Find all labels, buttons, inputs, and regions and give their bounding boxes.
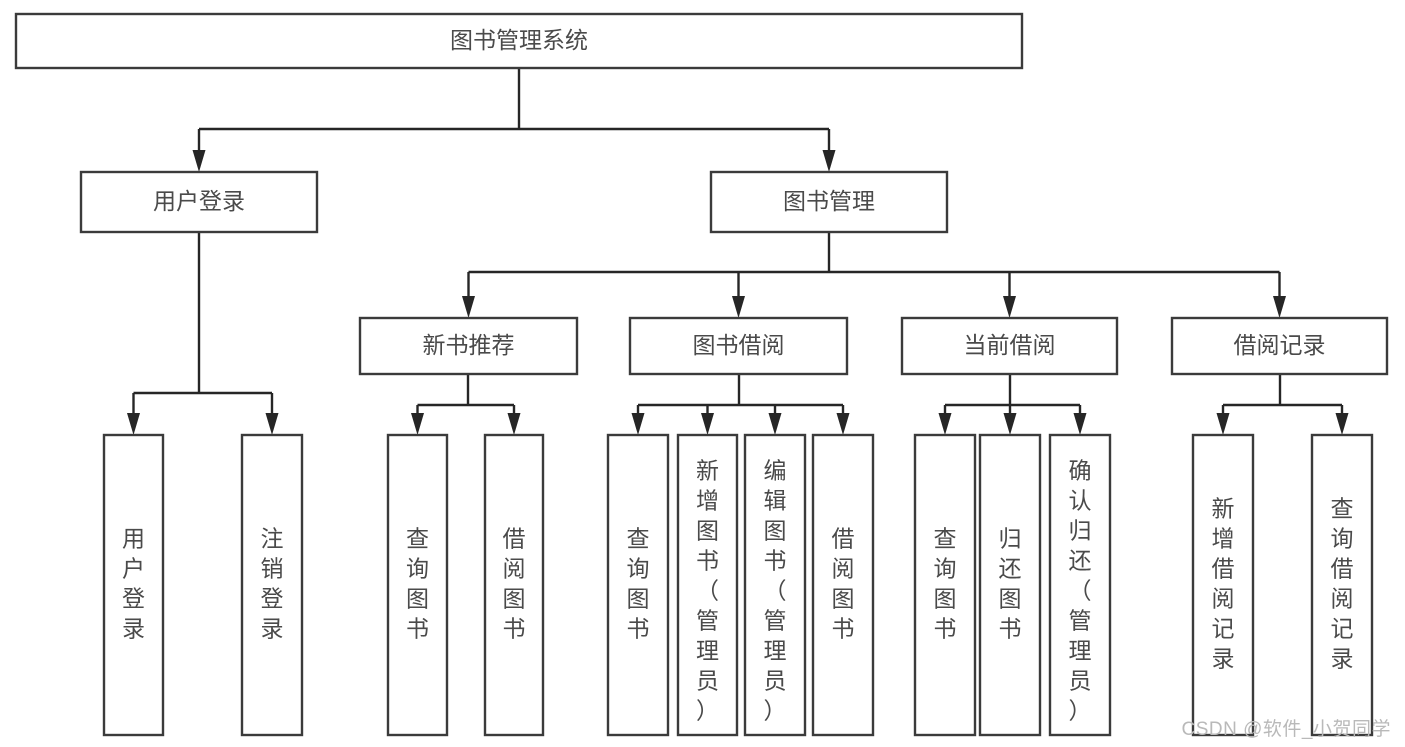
node-label: 新增借阅记录 [1212, 496, 1235, 672]
node-box[interactable] [14, 12, 1024, 70]
node-leaf-query-borrow-record[interactable]: 查询借阅记录 [1310, 433, 1374, 737]
node-leaf-user-logout[interactable]: 注销登录 [240, 433, 304, 737]
node-leaf-query-book-3[interactable]: 查询图书 [913, 433, 977, 737]
node-label: 新书推荐 [423, 332, 515, 358]
arrow-head-icon [462, 296, 475, 318]
node-leaf-user-login[interactable]: 用户登录 [102, 433, 165, 737]
node-box[interactable] [386, 433, 449, 737]
node-label: 查询图书 [627, 526, 650, 642]
node-leaf-return-book[interactable]: 归还图书 [978, 433, 1042, 737]
arrow-head-icon [1273, 296, 1286, 318]
arrow-head-icon [732, 296, 745, 318]
node-leaf-query-book-2[interactable]: 查询图书 [606, 433, 670, 737]
node-new-book-rec[interactable]: 新书推荐 [358, 316, 579, 376]
node-box[interactable] [606, 433, 670, 737]
node-label: 新增图书（管理员） [696, 458, 719, 724]
node-leaf-add-borrow-record[interactable]: 新增借阅记录 [1191, 433, 1255, 737]
node-leaf-edit-book-admin[interactable]: 编辑图书（管理员） [743, 433, 807, 737]
node-box[interactable] [102, 433, 165, 737]
arrow-head-icon [1335, 413, 1349, 435]
node-box[interactable] [913, 433, 977, 737]
node-leaf-confirm-return-admin[interactable]: 确认归还（管理员） [1048, 433, 1112, 737]
arrow-head-icon [1073, 413, 1087, 435]
arrow-head-icon [631, 413, 645, 435]
connector-layer [127, 68, 1349, 435]
node-borrow-record[interactable]: 借阅记录 [1170, 316, 1389, 376]
node-book-manage[interactable]: 图书管理 [709, 170, 949, 234]
connector-group-book-manage [462, 232, 1286, 318]
arrow-head-icon [768, 413, 782, 435]
node-current-borrow[interactable]: 当前借阅 [900, 316, 1119, 376]
node-leaf-borrow-book-1[interactable]: 借阅图书 [483, 433, 545, 737]
node-box[interactable] [79, 170, 319, 234]
node-label: 借阅图书 [832, 526, 855, 642]
node-label: 查询借阅记录 [1331, 496, 1354, 672]
node-box[interactable] [240, 433, 304, 737]
connector-group-user-login [127, 232, 279, 435]
connector-group-new-book-rec [411, 374, 521, 435]
arrow-head-icon [192, 150, 206, 172]
arrow-head-icon [1216, 413, 1230, 435]
node-box[interactable] [676, 433, 739, 737]
node-label: 注销登录 [261, 526, 284, 642]
connector-group-borrow-record [1216, 374, 1349, 435]
node-label: 借阅图书 [503, 526, 526, 642]
arrow-head-icon [507, 413, 521, 435]
arrow-head-icon [265, 413, 279, 435]
arrow-head-icon [411, 413, 424, 435]
node-box[interactable] [978, 433, 1042, 737]
node-label: 编辑图书（管理员） [764, 458, 787, 724]
arrow-head-icon [1003, 413, 1017, 435]
arrow-head-icon [938, 413, 952, 435]
node-label: 查询图书 [406, 526, 429, 642]
node-leaf-add-book-admin[interactable]: 新增图书（管理员） [676, 433, 739, 737]
node-box[interactable] [900, 316, 1119, 376]
node-box[interactable] [743, 433, 807, 737]
node-label: 图书管理 [783, 188, 875, 214]
node-box[interactable] [1191, 433, 1255, 737]
node-book-borrow[interactable]: 图书借阅 [628, 316, 849, 376]
node-label: 确认归还（管理员） [1069, 458, 1092, 724]
connector-group-current-borrow [938, 374, 1087, 435]
node-box[interactable] [811, 433, 875, 737]
node-leaf-borrow-book-2[interactable]: 借阅图书 [811, 433, 875, 737]
node-box[interactable] [628, 316, 849, 376]
node-label: 用户登录 [122, 526, 145, 642]
connector-group-book-borrow [631, 374, 850, 435]
arrow-head-icon [836, 413, 850, 435]
node-label: 查询图书 [934, 526, 957, 642]
arrow-head-icon [127, 413, 140, 435]
node-box[interactable] [1310, 433, 1374, 737]
node-label: 借阅记录 [1234, 332, 1326, 358]
arrow-head-icon [822, 150, 836, 172]
connector-group-root [192, 68, 836, 172]
node-label: 归还图书 [999, 526, 1022, 642]
watermark-label: CSDN @软件_小贺同学 [1181, 719, 1391, 740]
node-box[interactable] [1048, 433, 1112, 737]
node-box[interactable] [483, 433, 545, 737]
node-label: 图书借阅 [693, 332, 785, 358]
node-box[interactable] [358, 316, 579, 376]
arrow-head-icon [1003, 296, 1016, 318]
node-root[interactable]: 图书管理系统 [14, 12, 1024, 70]
node-label: 用户登录 [153, 188, 245, 214]
node-user-login[interactable]: 用户登录 [79, 170, 319, 234]
node-box[interactable] [709, 170, 949, 234]
arrow-head-icon [701, 413, 714, 435]
node-box[interactable] [1170, 316, 1389, 376]
node-leaf-query-book-1[interactable]: 查询图书 [386, 433, 449, 737]
node-label: 图书管理系统 [450, 27, 588, 53]
node-layer: 图书管理系统用户登录图书管理新书推荐图书借阅当前借阅借阅记录用户登录注销登录查询… [14, 12, 1389, 737]
node-label: 当前借阅 [964, 332, 1056, 358]
